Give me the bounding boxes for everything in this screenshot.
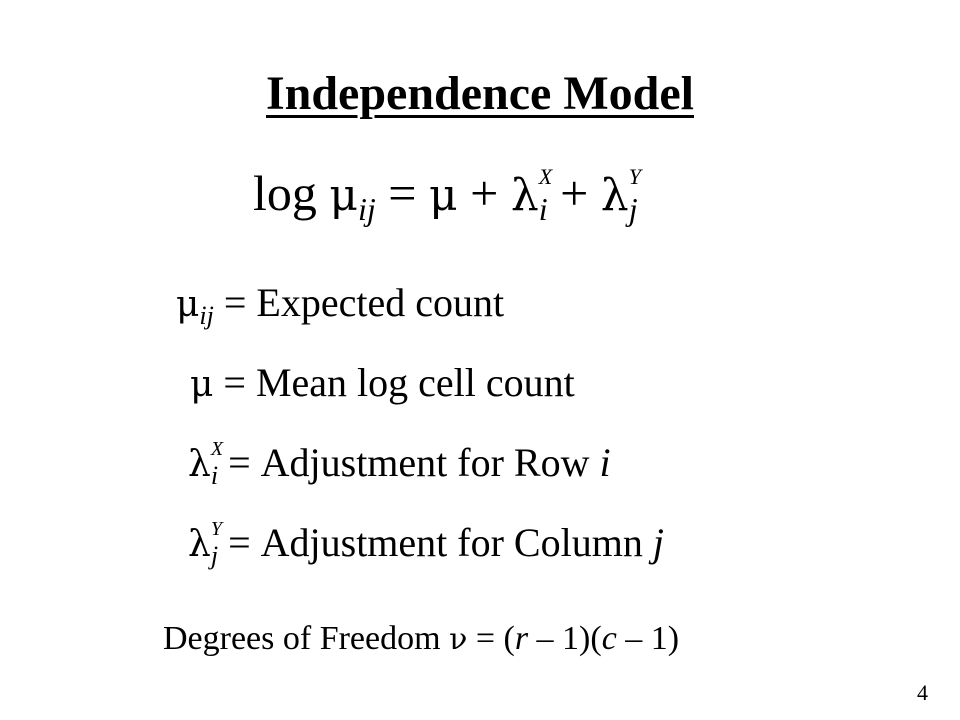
page-number: 4: [917, 680, 928, 705]
lambda-superscript: X: [538, 164, 553, 189]
lambda-superscript: Y: [628, 164, 641, 189]
mu-symbol: μ: [190, 364, 214, 405]
mu-symbol: μ: [176, 284, 200, 325]
definition-subscript: i: [210, 461, 219, 490]
lambda-symbol: λ: [600, 170, 629, 221]
plus-sign: +: [470, 165, 499, 221]
nu-symbol: ν: [449, 622, 468, 657]
mu-symbol: μ: [429, 170, 458, 221]
column-variable: j: [652, 520, 664, 565]
row-variable: i: [599, 440, 611, 485]
dof-label: Degrees of Freedom: [163, 620, 450, 657]
definition-text: = Expected count: [223, 280, 505, 325]
lambda-subscript: i: [538, 191, 548, 227]
slide-title: Independence Model: [265, 67, 694, 120]
degrees-of-freedom-line: Degrees of Freedom ν = (r – 1)(c – 1): [163, 622, 679, 656]
dof-close: – 1): [616, 620, 680, 657]
lambda-symbol: λ: [510, 170, 539, 221]
c-variable: c: [601, 620, 617, 657]
definition-text: = Mean log cell count: [223, 360, 575, 405]
definition-subscript: j: [210, 541, 219, 570]
definition-text: = Adjustment for Column: [228, 520, 653, 565]
lambda-symbol: λ: [188, 524, 211, 565]
definition-mu: μ = Mean log cell count: [190, 363, 575, 403]
equals-sign: =: [388, 165, 417, 221]
mu-symbol: μ: [329, 170, 359, 221]
mu-subscript: ij: [358, 191, 376, 227]
lambda-subscript: j: [628, 191, 638, 227]
lambda-symbol: λ: [188, 444, 211, 485]
definition-text: = Adjustment for Row: [228, 440, 600, 485]
dof-equals: = (: [467, 620, 515, 657]
definition-mu-ij: μij = Expected count: [176, 280, 505, 329]
r-variable: r: [514, 620, 529, 657]
log-text: log: [253, 165, 317, 221]
definition-subscript: ij: [199, 301, 214, 330]
plus-sign: +: [560, 165, 589, 221]
definition-superscript: Y: [210, 518, 222, 540]
dof-middle: – 1)(: [528, 620, 602, 657]
definition-superscript: X: [210, 438, 224, 460]
